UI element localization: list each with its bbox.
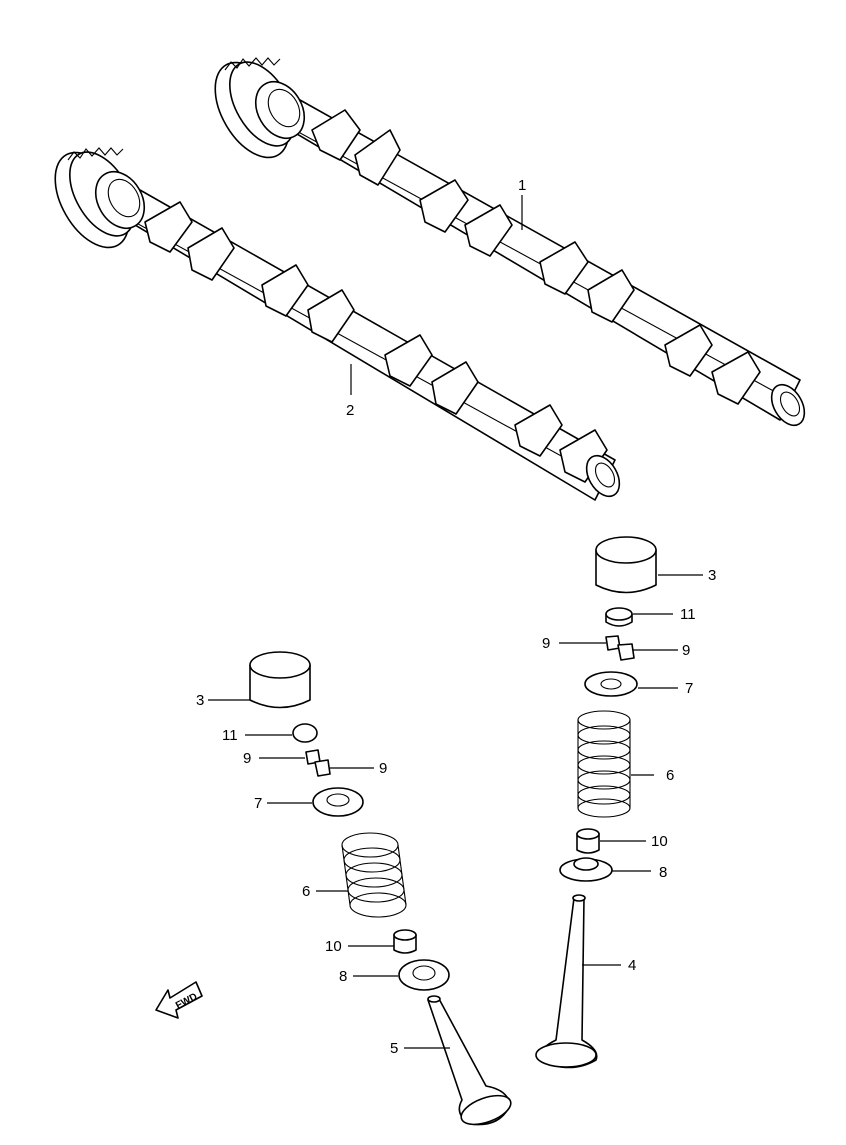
callout-labels: 1 2 3 11 9 9 7 6 10 8 4 3 11 9 9 7 6 10 …: [196, 177, 716, 1057]
callout-6-left: 6: [302, 883, 310, 900]
callout-7-right: 7: [685, 680, 693, 697]
valve-5: [427, 995, 512, 1126]
tappet-right: [595, 536, 657, 594]
callout-11-left: 11: [222, 727, 238, 744]
tappet-left: [249, 651, 311, 709]
left-valve-stack: [249, 651, 512, 1126]
camshaft-2: [54, 147, 621, 501]
camshaft-1: [214, 57, 806, 427]
spring-left: [341, 832, 407, 918]
callout-11-right: 11: [680, 606, 696, 623]
callout-10-left: 10: [325, 938, 342, 955]
callout-8-right: 8: [659, 864, 667, 881]
callout-3-left: 3: [196, 692, 204, 709]
seal-right: [576, 828, 600, 854]
callout-7-left: 7: [254, 795, 262, 812]
valve-4: [535, 894, 598, 1069]
retainer-right: [584, 671, 638, 697]
shim-left: [292, 723, 318, 743]
leader-lines: [208, 195, 703, 1049]
fwd-arrow-icon: FWD: [155, 981, 203, 1019]
callout-3-right: 3: [708, 567, 716, 584]
callout-9-right-b: 9: [682, 642, 690, 659]
callout-9-right-a: 9: [542, 635, 550, 652]
cotter-right-b: [617, 643, 635, 661]
right-valve-stack: [535, 536, 657, 1069]
callout-5: 5: [390, 1040, 398, 1057]
callout-9-left-a: 9: [243, 750, 251, 767]
callout-8-left: 8: [339, 968, 347, 985]
callout-1: 1: [518, 177, 526, 194]
callout-9-left-b: 9: [379, 760, 387, 777]
callout-6-right: 6: [666, 767, 674, 784]
seat-left: [398, 959, 450, 991]
callout-10-right: 10: [651, 833, 668, 850]
callout-4: 4: [628, 957, 636, 974]
spring-right: [577, 710, 631, 818]
seat-right: [559, 857, 613, 882]
seal-left: [393, 929, 417, 954]
shim-right: [605, 607, 633, 627]
cotter-left-b: [314, 759, 331, 777]
retainer-left: [312, 787, 364, 817]
callout-2: 2: [346, 402, 354, 419]
